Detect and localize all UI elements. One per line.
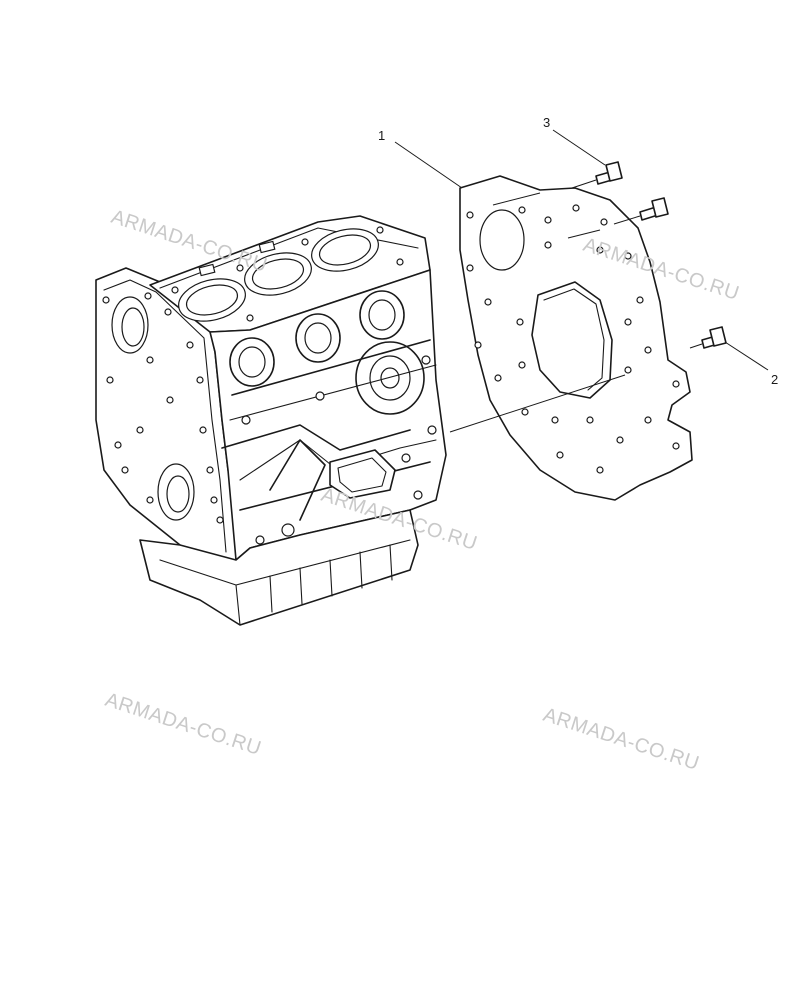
bolt-mid bbox=[613, 197, 669, 225]
flywheel-housing-plate bbox=[459, 175, 693, 501]
bolt-2 bbox=[689, 326, 727, 349]
end-plate-holes bbox=[102, 292, 224, 524]
callout-2: 2 bbox=[771, 372, 778, 387]
watermark-text: ARMADA-CO.RU bbox=[540, 704, 702, 775]
callout-1: 1 bbox=[378, 128, 385, 143]
callout-3: 3 bbox=[543, 115, 550, 130]
engine-block bbox=[95, 215, 447, 626]
plate-bolt-holes bbox=[466, 204, 680, 474]
alignment-lines bbox=[394, 129, 769, 433]
watermark-text: ARMADA-CO.RU bbox=[102, 689, 264, 760]
side-bosses bbox=[229, 290, 425, 415]
watermark-text: ARMADA-CO.RU bbox=[108, 206, 270, 277]
cylinder-bores bbox=[178, 228, 379, 322]
bolt-3 bbox=[571, 161, 623, 189]
